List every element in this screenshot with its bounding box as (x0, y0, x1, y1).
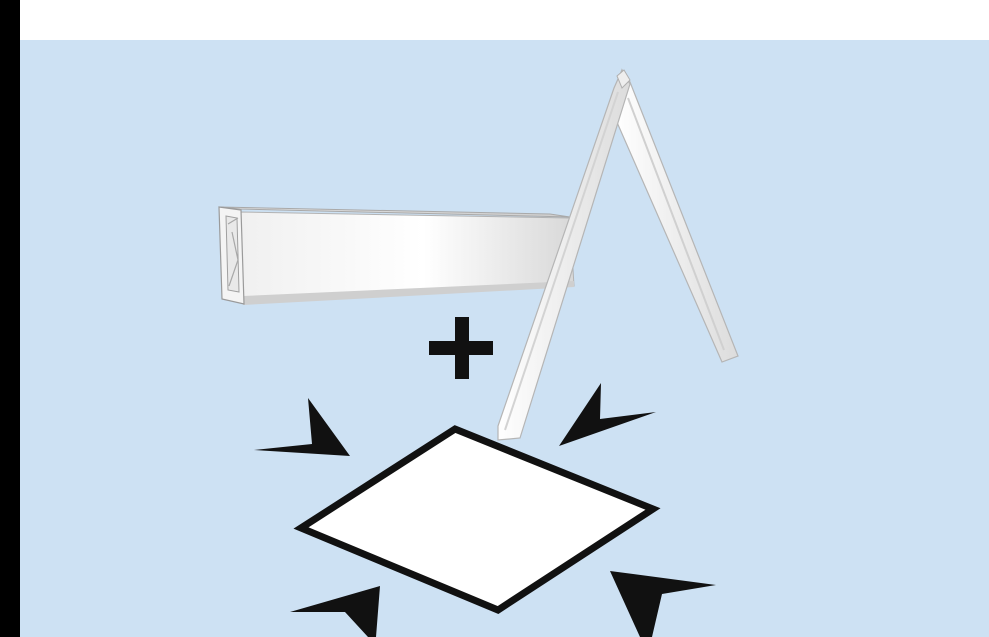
a-frame-apex (616, 69, 631, 89)
panel-square (293, 425, 661, 614)
horizontal-profile-beam (218, 206, 575, 305)
arrowhead-icon (254, 398, 350, 456)
a-frame-right-leg-edge (627, 97, 725, 351)
a-frame-profile (497, 68, 739, 441)
arrowhead-icon (610, 571, 716, 637)
top-margin-strip (20, 0, 989, 40)
left-frame-bar (0, 0, 20, 637)
arrowheads-group (254, 383, 716, 637)
plus-icon (429, 317, 493, 379)
a-frame-left-leg-edge (504, 91, 619, 431)
arrowhead-icon (559, 383, 656, 446)
arrowhead-icon (290, 586, 380, 637)
beam-bottom-lip (243, 281, 574, 305)
beam-end-cap-inner (225, 215, 240, 293)
beam-end-cap-web (227, 217, 239, 287)
